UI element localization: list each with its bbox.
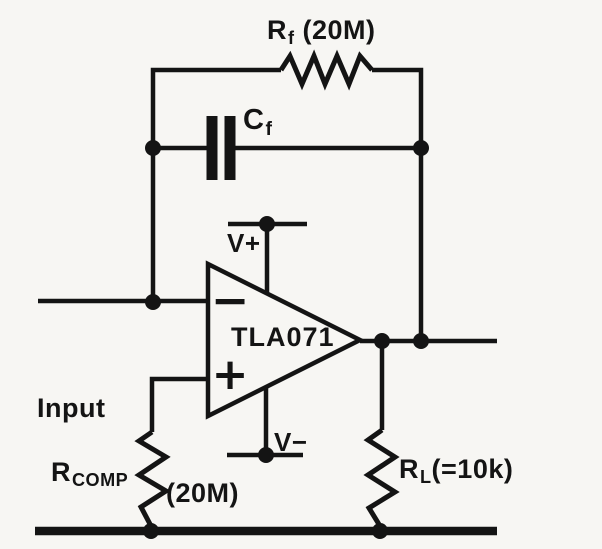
rl-resistor [363, 427, 400, 528]
junction-dot-vminus [258, 447, 274, 463]
rl-sub: L [420, 467, 432, 488]
noninverting-input-wire [149, 376, 208, 432]
rf-resistor [278, 49, 374, 91]
rl-base: R [399, 454, 419, 484]
input-label: Input [37, 393, 106, 423]
junction-dot-inverting-input [145, 294, 161, 310]
rcomp-label: RCOMP [51, 457, 128, 490]
feedback-wire-right [372, 67, 424, 341]
rcomp-base: R [51, 457, 71, 487]
cf-label: Cf [243, 104, 272, 139]
vplus-label: V+ [227, 228, 261, 258]
junction-dot-output-2 [413, 333, 429, 349]
junction-dot-cf-left [145, 140, 161, 156]
rf-value: (20M) [302, 15, 376, 45]
opamp-part-label: TLA071 [231, 322, 335, 352]
rl-label: RL(=10k) [399, 454, 514, 487]
rf-label: Rf (20M) [267, 15, 376, 48]
opamp-triangle [205, 260, 366, 420]
cf-plate-left [206, 116, 218, 180]
cf-plate-right [224, 116, 236, 180]
noninverting-input-symbol: + [212, 349, 249, 400]
junction-dot-cf-right [413, 140, 429, 156]
rcomp-resistor [134, 429, 171, 528]
junction-dot-ground-rcomp [143, 523, 159, 539]
rcomp-value: (20M) [166, 478, 240, 508]
vminus-label: V− [274, 427, 308, 457]
junction-dot-vplus [259, 216, 275, 232]
rf-sub: f [288, 28, 295, 49]
cf-sub: f [265, 117, 273, 140]
junction-dot-output-1 [374, 333, 390, 349]
rcomp-sub: COMP [72, 470, 129, 491]
rf-base: R [267, 15, 287, 45]
rl-value: (=10k) [431, 454, 514, 484]
inverting-input-symbol: − [211, 273, 250, 327]
cf-base: C [243, 104, 265, 136]
junction-dot-ground-rl [372, 523, 388, 539]
feedback-wire-left [150, 67, 281, 302]
